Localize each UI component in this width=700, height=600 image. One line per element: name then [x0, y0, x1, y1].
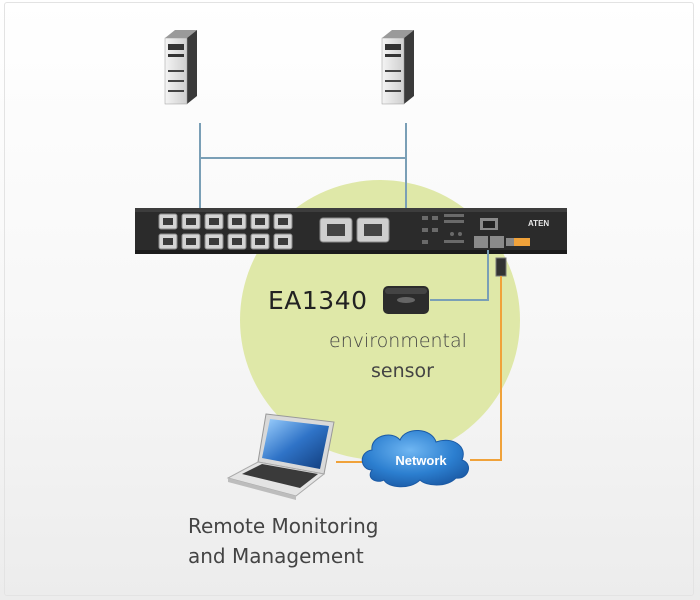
laptop-icon	[226, 413, 335, 500]
device-model-label: EA1340	[268, 286, 368, 315]
outlet-socket	[209, 238, 219, 245]
outlet-socket	[163, 238, 173, 245]
outlet-socket	[209, 218, 219, 225]
outlet-socket	[278, 218, 288, 225]
remote-label-line1: Remote Monitoring	[188, 514, 379, 538]
diagram-frame	[4, 2, 694, 596]
network-cloud-icon: Network	[361, 430, 470, 488]
sensor-label-line2: sensor	[371, 360, 434, 382]
server-icon	[381, 30, 414, 105]
remote-label-line2: and Management	[188, 544, 364, 568]
environmental-sensor-icon	[383, 286, 429, 314]
outlet-socket	[163, 218, 173, 225]
outlet-group	[158, 213, 293, 250]
network-label: Network	[395, 453, 447, 468]
sensor-cable	[430, 250, 489, 301]
network-cable	[470, 276, 502, 461]
network-plug	[495, 257, 507, 277]
sensor-label-line1: environmental	[329, 330, 467, 352]
outlet-socket	[255, 218, 265, 225]
server-connections	[199, 123, 407, 210]
brand-logo: ATEN	[528, 219, 549, 228]
outlet-socket	[232, 218, 242, 225]
outlet-socket	[186, 238, 196, 245]
outlet-socket	[232, 238, 242, 245]
outlet-socket	[278, 238, 288, 245]
outlet-socket	[186, 218, 196, 225]
server-icon	[164, 30, 197, 105]
outlet-socket	[255, 238, 265, 245]
pdu-device: ATEN	[135, 208, 567, 254]
